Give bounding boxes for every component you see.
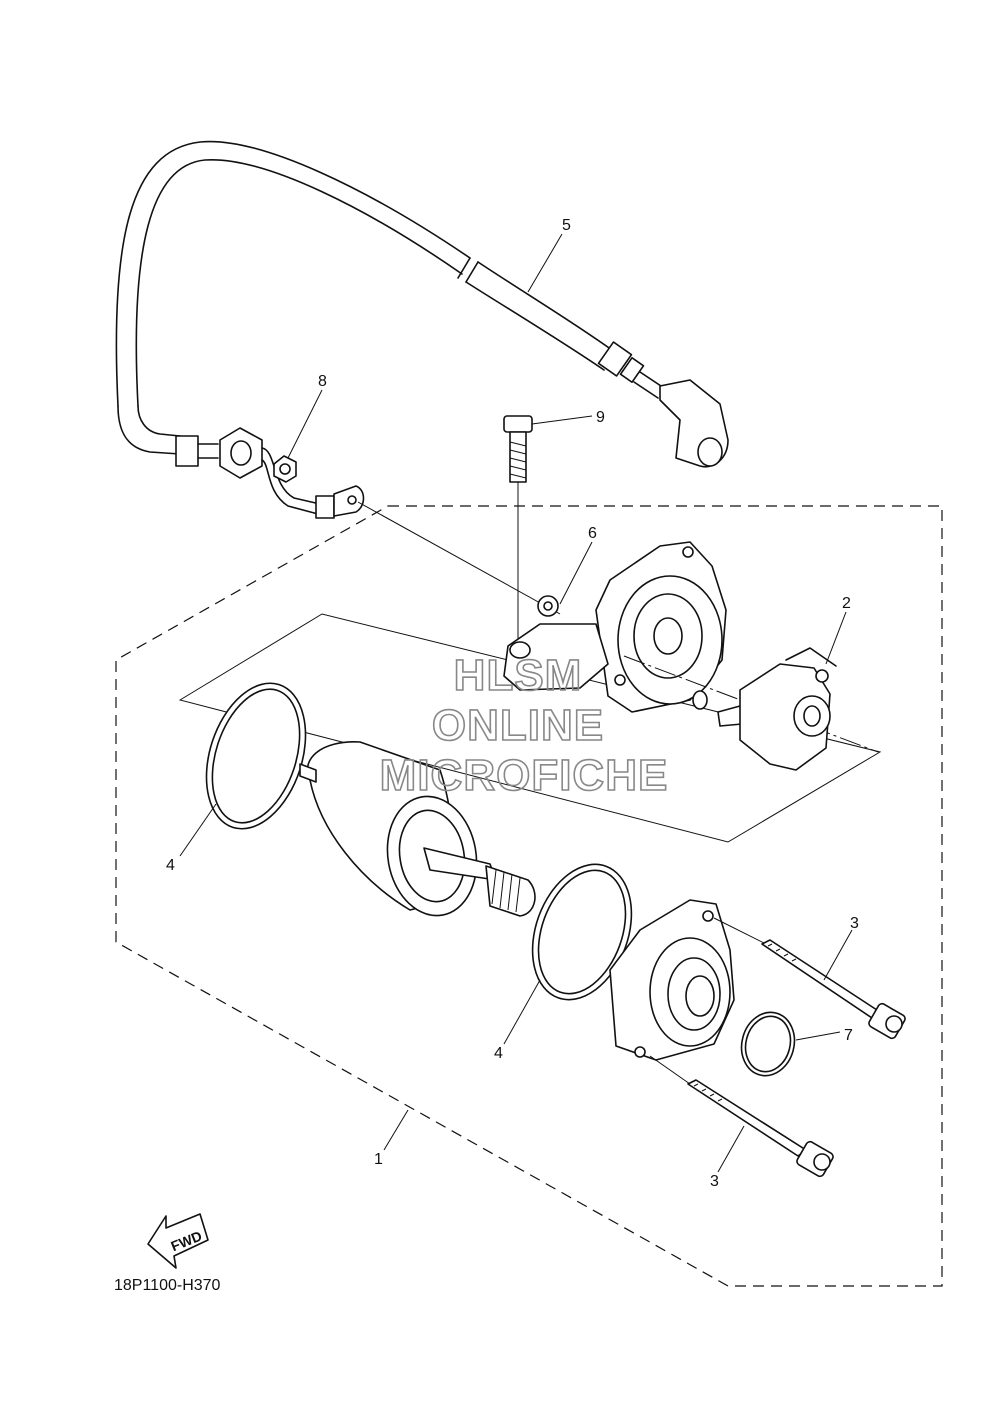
terminal-guide-line [357,501,561,615]
callout-4-upper: 4 [166,857,175,874]
callout-4-lower: 4 [494,1045,503,1062]
callout-7: 5 [562,217,571,234]
callout-8: 8 [318,373,327,390]
callout-3-upper: 3 [850,915,859,932]
assembly-boundary [115,505,943,1287]
leader-lines [179,233,853,1173]
nut-8 [273,455,297,483]
brush-holder-2 [623,647,879,771]
watermark-line1: HLSM [454,651,583,700]
o-ring-4-lower [531,863,633,1001]
diagram-code: 18P1100-H370 [114,1277,221,1294]
watermark-line3: MICROFICHE [380,751,669,800]
front-housing [503,541,727,713]
bolt-3-upper [761,939,906,1040]
callout-6: 6 [588,525,597,542]
armature-yoke [299,741,536,917]
starter-cable [115,140,729,519]
o-ring-5 [740,1011,796,1077]
o-ring-4-upper [205,682,307,830]
callout-5: 7 [844,1027,853,1044]
bolt-9 [503,415,533,640]
bolt-3-lower [649,1055,834,1178]
rear-cover [609,899,767,1061]
fwd-arrow-icon: FWD [147,1213,209,1269]
assembly-plane [178,613,882,843]
callout-1: 1 [374,1151,383,1168]
watermark-line2: ONLINE [432,701,604,750]
callout-2: 2 [842,595,851,612]
callout-9: 9 [596,409,605,426]
callout-3-lower: 3 [710,1173,719,1190]
